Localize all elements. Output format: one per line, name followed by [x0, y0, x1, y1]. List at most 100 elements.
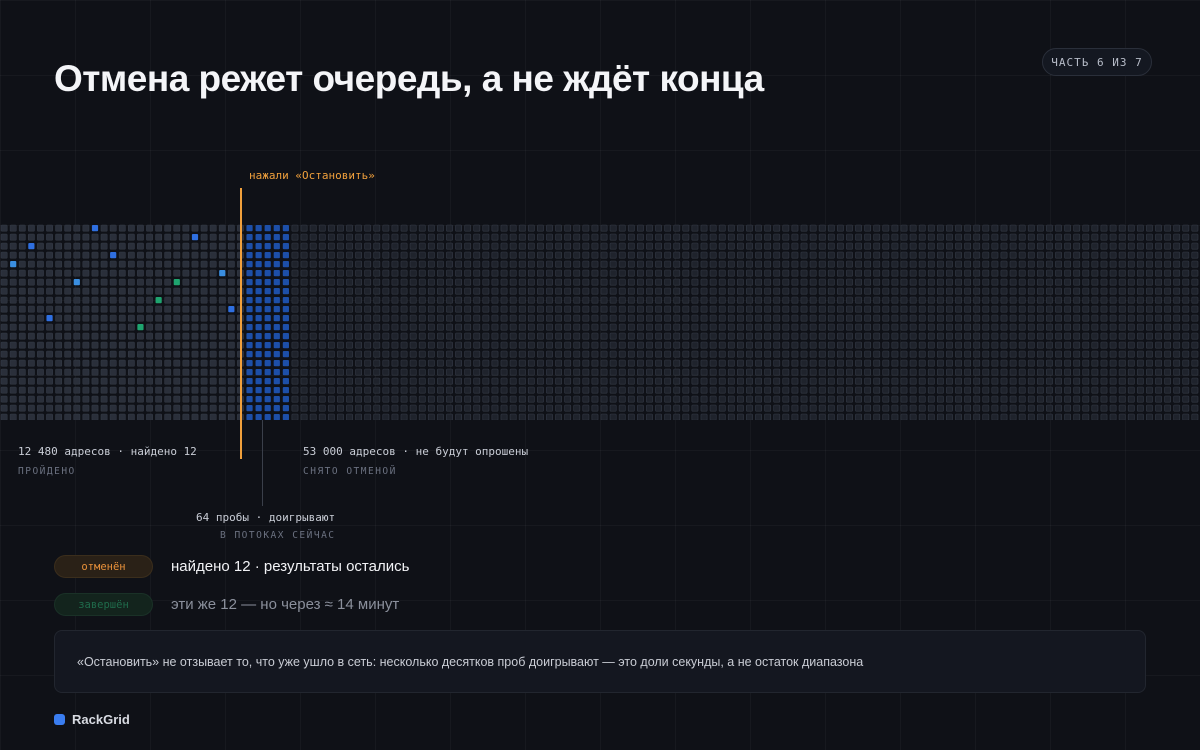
cancelled-cell	[746, 296, 753, 304]
cancelled-cell	[873, 260, 881, 268]
cancelled-cell	[736, 224, 744, 232]
cancelled-cell	[1164, 260, 1172, 268]
cancelled-cell	[491, 395, 499, 403]
cancelled-cell	[1091, 251, 1099, 259]
cancelled-cell	[764, 350, 772, 358]
passed-cell	[227, 332, 235, 340]
passed-cell	[82, 332, 90, 340]
cancelled-cell	[518, 242, 526, 250]
cancelled-cell	[1100, 386, 1108, 394]
cancelled-cell	[746, 287, 753, 295]
passed-cell	[155, 386, 163, 394]
cancelled-cell	[746, 332, 753, 340]
cancelled-cell	[736, 260, 744, 268]
cancelled-cell	[291, 314, 299, 322]
cancelled-cell	[1182, 242, 1190, 250]
in-flight-cell	[282, 333, 289, 340]
cancelled-cell	[1064, 233, 1072, 241]
cancelled-cell	[337, 305, 344, 313]
cancelled-cell	[600, 395, 608, 403]
cancelled-cell	[446, 314, 453, 322]
cancelled-cell	[1173, 278, 1181, 286]
cancelled-cell	[1118, 278, 1126, 286]
cancelled-cell	[1064, 305, 1072, 313]
cancelled-cell	[800, 359, 808, 367]
cancelled-cell	[455, 242, 462, 250]
cancelled-cell	[500, 377, 508, 385]
passed-cell	[9, 323, 17, 331]
cancelled-cell	[455, 332, 462, 340]
cancelled-cell	[409, 350, 417, 358]
in-flight-cell	[264, 360, 271, 367]
passed-cell	[146, 260, 153, 268]
cancelled-cell	[755, 251, 762, 259]
found-address-cell	[91, 225, 99, 232]
cancelled-cell	[1164, 404, 1172, 412]
passed-cell	[73, 314, 81, 322]
cancelled-cell	[873, 413, 881, 420]
cancelled-cell	[473, 314, 481, 322]
cancelled-cell	[827, 233, 835, 241]
cancelled-cell	[864, 404, 872, 412]
in-flight-cell	[246, 270, 253, 277]
cancelled-cell	[827, 341, 835, 349]
cancelled-cell	[1155, 341, 1162, 349]
cancelled-cell	[1164, 377, 1172, 385]
passed-cell	[27, 260, 35, 268]
cancelled-cell	[664, 242, 672, 250]
passed-cell	[9, 386, 17, 394]
cancelled-cell	[964, 413, 972, 420]
in-flight-cell	[255, 252, 262, 259]
cancelled-cell	[1127, 224, 1135, 232]
cancelled-cell	[464, 224, 472, 232]
cancelled-cell	[464, 251, 472, 259]
cancelled-cell	[446, 323, 453, 331]
cancelled-cell	[1036, 404, 1044, 412]
passed-cell	[109, 296, 117, 304]
cancelled-cell	[700, 269, 708, 277]
cancelled-cell	[846, 332, 853, 340]
cancelled-cell	[900, 341, 908, 349]
cancelled-cell	[309, 224, 317, 232]
passed-cell	[46, 305, 53, 313]
cancelled-cell	[464, 368, 472, 376]
passed-cell	[0, 323, 8, 331]
cancelled-cell	[582, 413, 590, 420]
cancelled-cell	[736, 269, 744, 277]
cancelled-cell	[1018, 242, 1026, 250]
cancelled-cell	[636, 395, 644, 403]
cancelled-cell	[927, 260, 935, 268]
cancelled-cell	[464, 341, 472, 349]
passed-cell	[18, 323, 26, 331]
cancelled-cell	[1173, 260, 1181, 268]
cancelled-cell	[291, 377, 299, 385]
cancelled-cell	[1127, 323, 1135, 331]
cancelled-cell	[600, 242, 608, 250]
cancelled-cell	[1046, 242, 1053, 250]
cancelled-cell	[327, 305, 335, 313]
cancelled-cell	[1082, 314, 1090, 322]
passed-cell	[164, 386, 172, 394]
passed-cell	[100, 404, 108, 412]
cancelled-cell	[855, 278, 862, 286]
cancelled-cell	[491, 260, 499, 268]
cancelled-cell	[546, 260, 553, 268]
passed-cell	[218, 323, 226, 331]
cancelled-cell	[300, 269, 308, 277]
cancelled-cell	[309, 278, 317, 286]
passed-cell	[218, 314, 226, 322]
cancelled-cell	[1018, 350, 1026, 358]
cancelled-cell	[900, 323, 908, 331]
cancelled-cell	[573, 413, 581, 420]
cancelled-cell	[518, 233, 526, 241]
cancelled-cell	[636, 242, 644, 250]
cancelled-cell	[382, 269, 390, 277]
cancelled-cell	[546, 341, 553, 349]
cancelled-cell	[891, 404, 899, 412]
cancelled-cell	[1100, 377, 1108, 385]
cancelled-cell	[809, 233, 817, 241]
cancelled-cell	[882, 395, 890, 403]
in-flight-cell	[255, 369, 262, 376]
cancelled-cell	[1091, 224, 1099, 232]
cancelled-cell	[782, 242, 790, 250]
